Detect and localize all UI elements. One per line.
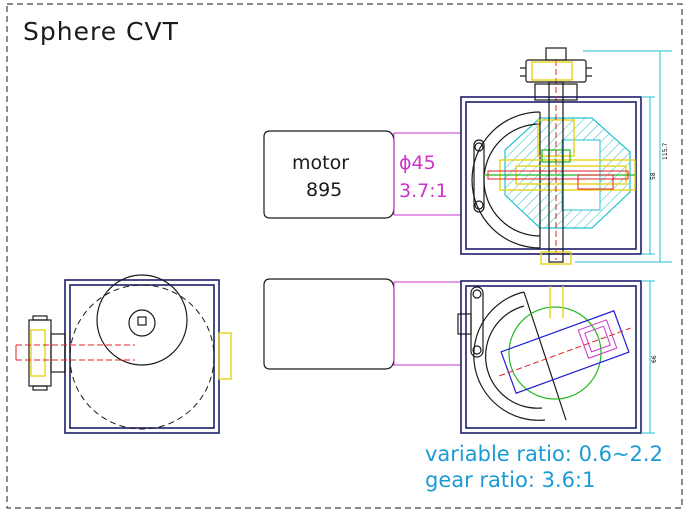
dim-housing-top: 58 (650, 172, 657, 180)
motor-gear-ratio: 3.7:1 (399, 180, 448, 202)
output-hub (534, 83, 578, 101)
input-disc-side (96, 274, 188, 366)
motor-body (263, 130, 395, 219)
dim-housing-bottom: 66 (651, 355, 658, 363)
housing-bottom (460, 280, 642, 434)
housing-top-inner (465, 101, 637, 250)
housing-top (460, 96, 642, 255)
bottom-assembly: 66 (263, 278, 658, 434)
sphere-side-dashed (69, 284, 215, 430)
motor-diameter: ϕ45 (399, 152, 436, 174)
motor-mount-lower (393, 281, 462, 366)
drawing-border (6, 3, 683, 509)
shaft-hub-side (128, 309, 156, 337)
motor-mount (393, 132, 462, 216)
housing-side (64, 279, 220, 434)
sphere-lower (508, 306, 602, 400)
drawing-title: Sphere CVT (23, 17, 179, 46)
motor-body-lower (263, 278, 395, 370)
variable-ratio-note: variable ratio: 0.6~2.2 (425, 442, 663, 466)
side-view (15, 274, 232, 434)
input-coupling (473, 139, 485, 213)
drive-shaft (487, 170, 629, 180)
motor-model: 895 (306, 179, 342, 201)
gear-ratio-note: gear ratio: 3.6:1 (425, 468, 595, 492)
link-collar (540, 251, 572, 265)
dim-overall-height: 115.7 (662, 143, 669, 160)
top-assembly: motor 895 ϕ45 3.7:1 (263, 47, 672, 265)
input-disc (471, 111, 541, 249)
motor-label: motor (292, 152, 349, 174)
input-disc-lower (473, 291, 546, 421)
